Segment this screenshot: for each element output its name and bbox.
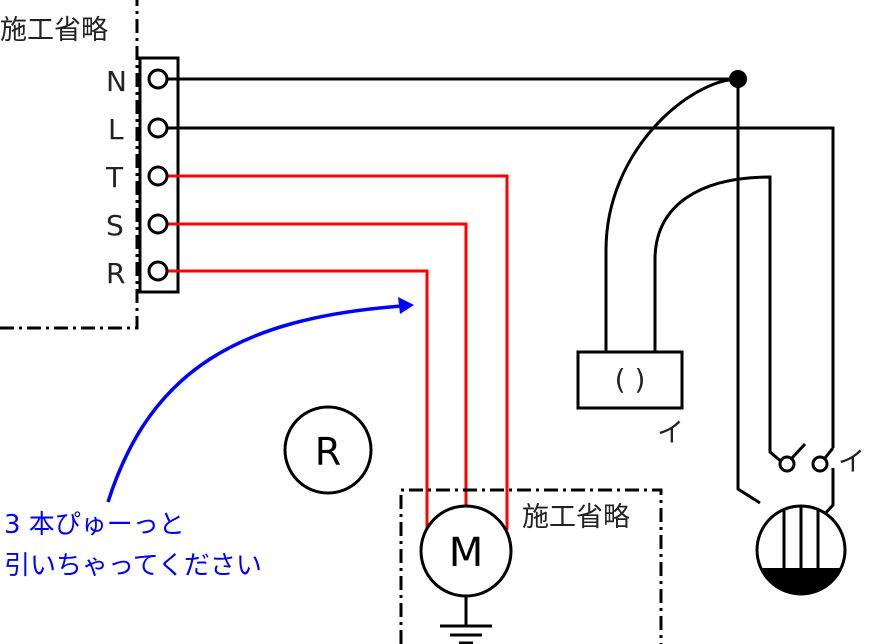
terminal-screw-s <box>147 213 169 235</box>
terminal-label-r: R <box>106 257 125 290</box>
annotation-arrowhead <box>398 297 414 314</box>
terminal-screw-n <box>147 68 169 90</box>
relay-symbol: R <box>315 430 341 474</box>
omit-region-bottom-border <box>399 488 663 644</box>
terminal-screw-t <box>147 165 169 187</box>
annotation-note-line-2: 引いちゃってください <box>4 551 262 581</box>
omit-label-top: 施工省略 <box>0 15 108 46</box>
outlet-box-symbol: ( ) <box>615 363 646 396</box>
annotation-arrow-line <box>106 304 403 503</box>
wire-l <box>166 126 835 448</box>
terminal-label-t: T <box>105 161 124 194</box>
relay-circle <box>283 405 373 495</box>
wire-s <box>166 222 468 508</box>
terminal-screw-r <box>147 260 169 282</box>
wire-r <box>166 269 429 530</box>
wire-l-lamp <box>820 468 835 519</box>
terminal-label-s: S <box>106 209 124 242</box>
wire-n-down <box>736 79 761 505</box>
terminal-screw-l <box>147 117 169 139</box>
omit-label-bottom: 施工省略 <box>522 502 630 533</box>
wire-t <box>166 174 509 530</box>
switch-contact-right <box>811 455 829 473</box>
outlet-box <box>576 350 684 410</box>
switch-tag: イ <box>838 447 865 478</box>
switch-contact-left <box>778 455 796 473</box>
switch-lever <box>790 442 807 460</box>
switch-link-right <box>823 447 835 459</box>
wire-n-to-box <box>604 77 739 352</box>
wire-box-to-switch <box>653 175 784 465</box>
terminal-label-n: N <box>106 65 127 98</box>
outlet-box-tag: イ <box>657 418 684 449</box>
annotation-note-line-1: 3 本ぴゅーっと <box>4 510 185 540</box>
omit-region-top-border <box>0 0 139 330</box>
terminal-label-l: L <box>108 113 124 146</box>
motor-symbol: M <box>449 530 484 576</box>
